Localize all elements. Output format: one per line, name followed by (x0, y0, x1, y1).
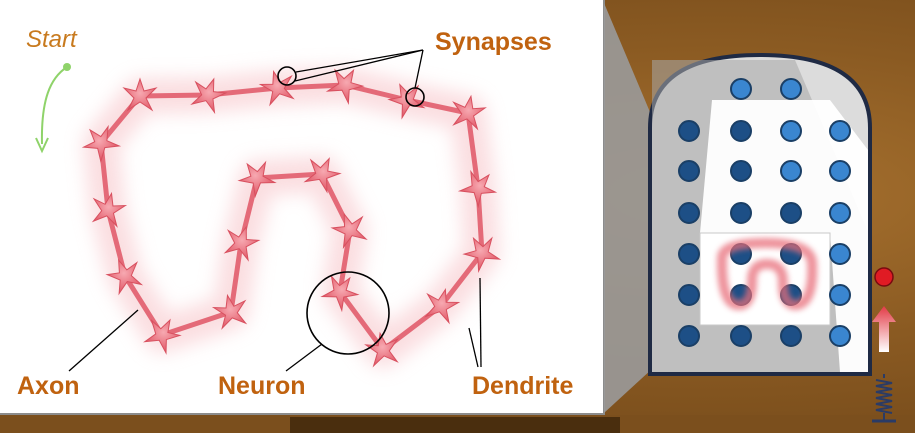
neuron (143, 318, 182, 355)
bottom-bar (0, 415, 915, 433)
neuron (190, 77, 228, 115)
neuron (325, 68, 365, 106)
grid-dot (829, 160, 851, 182)
grid-dot (678, 120, 700, 142)
start-label: Start (26, 26, 77, 53)
grid-dot (730, 160, 752, 182)
neuron (303, 157, 342, 194)
up-arrow-icon (872, 306, 896, 352)
grid-dot (678, 202, 700, 224)
synapses-label: Synapses (435, 28, 552, 56)
grid-dot (730, 325, 752, 347)
grid-dot (730, 120, 752, 142)
synapse-pointer (414, 49, 424, 89)
neural-pattern (716, 237, 818, 310)
neuron (364, 331, 399, 368)
neuron (81, 124, 122, 164)
grid-dot (730, 202, 752, 224)
grid-dot (829, 120, 851, 142)
neuron-label: Neuron (218, 372, 306, 400)
chain-glow (83, 67, 500, 368)
neuron-highlight-circle (306, 271, 390, 355)
bottom-bar-inner (290, 417, 620, 433)
grid-dot (829, 243, 851, 265)
axon-label: Axon (17, 372, 80, 400)
grid-dot (780, 325, 802, 347)
grid-dot (780, 160, 802, 182)
neuron (211, 293, 248, 330)
neuron (223, 225, 261, 262)
synapse-marker (277, 66, 297, 86)
neuron (452, 94, 487, 131)
neuron (457, 169, 498, 209)
grid-dot (678, 160, 700, 182)
dendrite-pointer (468, 327, 479, 368)
neuron (122, 77, 158, 112)
neuron (105, 258, 144, 296)
neuron (462, 236, 502, 274)
neuron (320, 274, 360, 313)
neuron (424, 288, 461, 325)
neuron (237, 160, 277, 199)
dendrite-label: Dendrite (472, 372, 574, 400)
grid-dot (829, 284, 851, 306)
dendrite-pointer (479, 277, 482, 368)
neuron (330, 212, 368, 250)
synapse-pointer (295, 49, 424, 73)
grid-dot (678, 284, 700, 306)
grid-dot (780, 120, 802, 142)
grid-dot (730, 78, 752, 100)
synapse-pointer (294, 49, 424, 82)
grid-dot (829, 202, 851, 224)
neuron (91, 191, 128, 228)
grid-dot (829, 325, 851, 347)
grid-dot (780, 202, 802, 224)
axon-pointer (68, 309, 139, 372)
grid-dot (678, 243, 700, 265)
neuron (258, 70, 295, 107)
red-dot-icon (874, 267, 894, 287)
spring-icon (872, 374, 896, 423)
start-arrow-icon (35, 63, 71, 154)
neuron-pointer (285, 343, 323, 372)
grid-dot (780, 78, 802, 100)
grid-dot (678, 325, 700, 347)
